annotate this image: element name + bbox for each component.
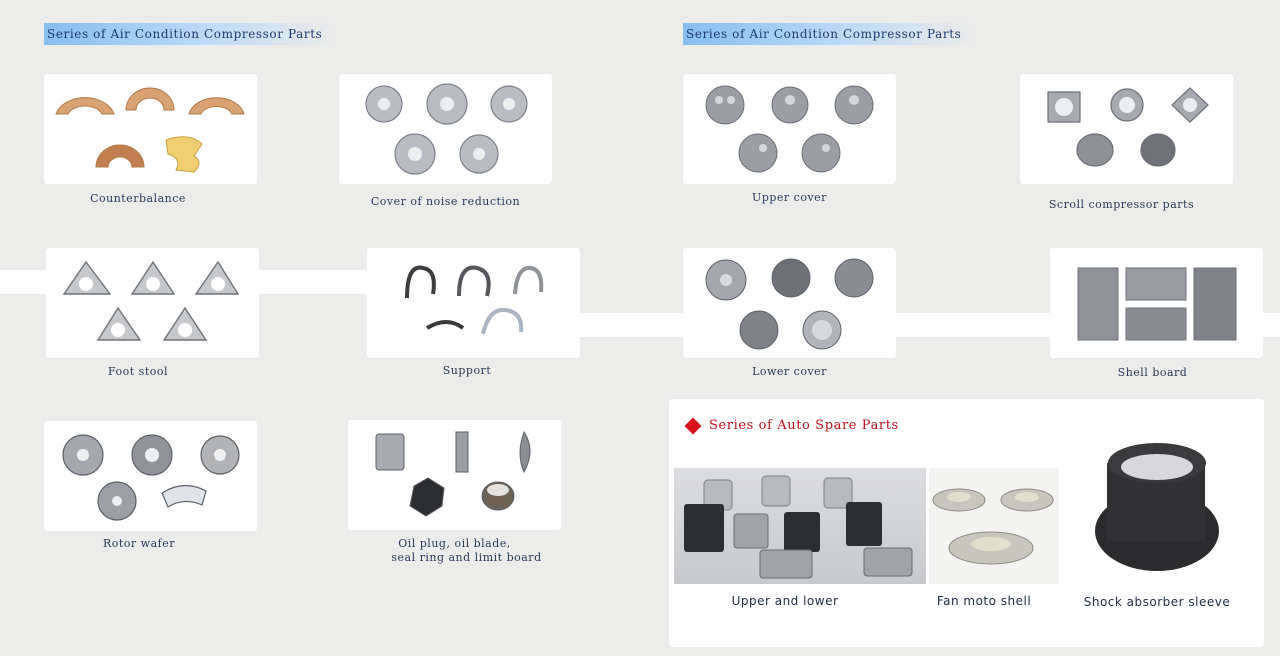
lower-cover-card[interactable] <box>683 248 896 358</box>
foot-stool-image <box>62 260 240 341</box>
lower-cover-image <box>705 258 874 350</box>
foot-stool-card[interactable] <box>46 248 259 358</box>
shell-board-card[interactable] <box>1050 248 1263 358</box>
upper-cover-image <box>705 85 874 173</box>
connector-band-edge <box>1260 313 1280 337</box>
diamond-bullet-icon <box>684 417 702 435</box>
right-section-title: Series of Air Condition Compressor Parts <box>683 23 976 45</box>
counterbalance-card[interactable] <box>44 74 257 184</box>
upper-and-lower-caption: Upper and lower <box>731 594 839 608</box>
fan-moto-shell-drawing <box>932 488 1054 565</box>
upper-cover-caption: Upper cover <box>752 191 827 204</box>
shock-absorber-caption: Shock absorber sleeve <box>1083 595 1231 609</box>
support-caption: Support <box>442 364 492 377</box>
counterbalance-caption: Counterbalance <box>90 192 186 205</box>
scroll-parts-card[interactable] <box>1020 74 1233 184</box>
shock-absorber-drawing <box>1095 443 1219 571</box>
fan-moto-shell-image[interactable] <box>929 468 1059 584</box>
rotor-wafer-image <box>62 434 240 521</box>
connector-band-mid <box>575 313 687 337</box>
left-section-title: Series of Air Condition Compressor Parts <box>44 23 337 45</box>
scroll-parts-caption: Scroll compressor parts <box>1048 198 1195 211</box>
noise-cover-caption: Cover of noise reduction <box>370 195 521 208</box>
oil-plug-caption-line1: Oil plug, oil blade, <box>398 537 511 550</box>
oil-plug-caption-line2: seal ring and limit board <box>391 551 542 564</box>
auto-parts-title: Series of Auto Spare Parts <box>709 418 899 433</box>
shell-board-caption: Shell board <box>1117 366 1188 379</box>
rotor-wafer-caption: Rotor wafer <box>102 537 175 550</box>
support-card[interactable] <box>367 248 580 358</box>
counterbalance-image <box>55 87 245 173</box>
fan-moto-shell-caption: Fan moto shell <box>936 594 1032 608</box>
oil-plug-image <box>375 430 531 517</box>
shock-absorber-image[interactable] <box>1062 431 1256 585</box>
oil-plug-card[interactable] <box>348 420 561 530</box>
connector-band-right <box>895 313 1055 337</box>
noise-cover-image <box>365 83 528 175</box>
shell-board-image <box>1077 267 1237 341</box>
noise-cover-card[interactable] <box>339 74 552 184</box>
support-image <box>405 265 544 335</box>
upper-cover-card[interactable] <box>683 74 896 184</box>
rotor-wafer-card[interactable] <box>44 421 257 531</box>
scroll-parts-image <box>1047 87 1209 167</box>
lower-cover-caption: Lower cover <box>752 365 827 378</box>
upper-and-lower-drawing <box>684 475 913 579</box>
foot-stool-caption: Foot stool <box>107 365 169 378</box>
upper-and-lower-image[interactable] <box>674 468 926 584</box>
auto-parts-panel: Series of Auto Spare Parts Upper and low… <box>669 399 1264 647</box>
